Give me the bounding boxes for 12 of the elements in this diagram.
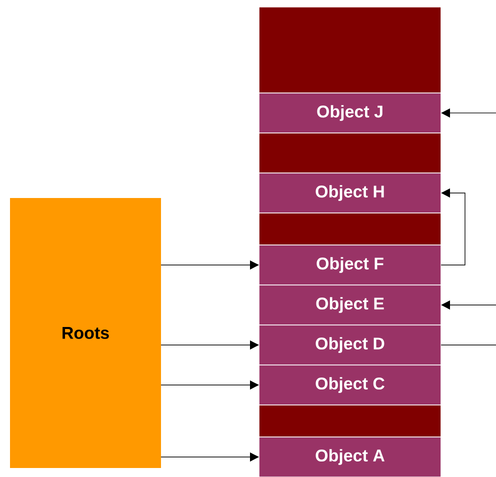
- object-box: Object J: [258, 92, 442, 134]
- memory-block: [258, 132, 442, 174]
- object-box: Object H: [258, 172, 442, 214]
- memory-block: [258, 212, 442, 246]
- roots-box: Roots: [10, 198, 161, 468]
- object-box: Object E: [258, 284, 442, 326]
- object-box: Object F: [258, 244, 442, 286]
- memory-block: [258, 404, 442, 438]
- object-box: Object D: [258, 324, 442, 366]
- memory-block: [258, 6, 442, 94]
- object-box: Object C: [258, 364, 442, 406]
- object-box: Object A: [258, 436, 442, 477]
